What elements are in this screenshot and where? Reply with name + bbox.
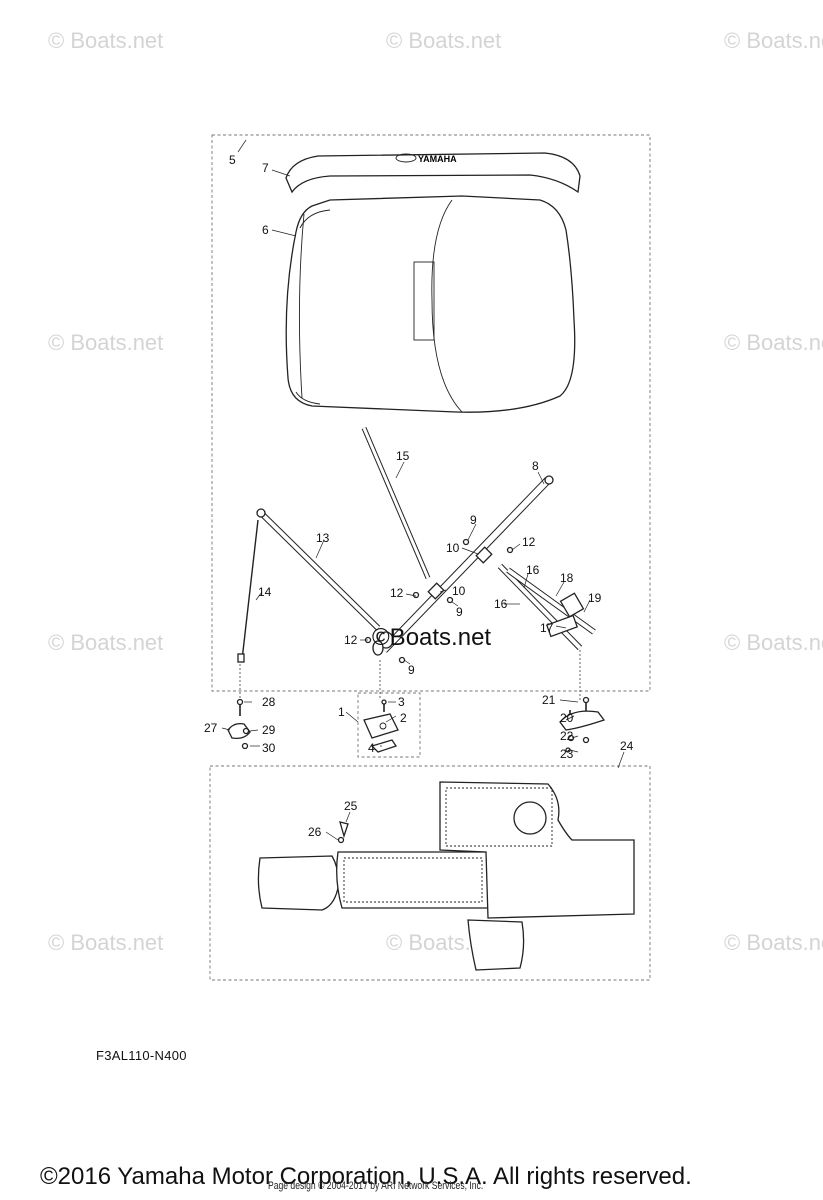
callout-18: 18 bbox=[560, 571, 574, 585]
callout-7: 7 bbox=[262, 161, 269, 175]
main-frame-tube bbox=[381, 475, 554, 653]
callout-21: 21 bbox=[542, 693, 556, 707]
callout-22: 22 bbox=[560, 729, 574, 743]
rear-frame-tubes bbox=[497, 563, 596, 651]
bimini-top-assembly-box bbox=[211, 134, 651, 692]
callout-9: 9 bbox=[470, 513, 477, 527]
page-design-credit: Page design © 2004-2017 by ARI Network S… bbox=[268, 1180, 484, 1192]
callout-20: 20 bbox=[560, 711, 574, 725]
mat-kit-box bbox=[209, 765, 651, 981]
callout-10: 10 bbox=[452, 584, 466, 598]
callout-3: 3 bbox=[398, 695, 405, 709]
callout-6: 6 bbox=[262, 223, 269, 237]
pivot-end bbox=[372, 640, 384, 656]
left-mount-hardware bbox=[227, 698, 251, 750]
support-strap bbox=[237, 519, 259, 663]
callout-23: 23 bbox=[560, 747, 574, 761]
front-brace-tube bbox=[361, 427, 431, 579]
watermark: © Boats.net bbox=[386, 28, 502, 53]
callout-labels: 5 7 6 15 8 9 10 12 13 14 16 18 16 19 12 … bbox=[204, 153, 634, 839]
diagram-code: F3AL110-N400 bbox=[96, 1048, 187, 1063]
brand-strip: YAMAHA bbox=[285, 152, 581, 194]
callout-27: 27 bbox=[204, 721, 218, 735]
brand-strip-text: YAMAHA bbox=[418, 154, 457, 164]
fastener bbox=[462, 538, 470, 546]
watermark: © Boats.net bbox=[48, 330, 164, 355]
callout-19: 19 bbox=[588, 591, 602, 605]
watermark: © Boats.net bbox=[48, 28, 164, 53]
callout-12: 12 bbox=[390, 586, 404, 600]
watermark: © Boats.net bbox=[724, 330, 823, 355]
frame-joint bbox=[475, 546, 493, 564]
callout-10: 10 bbox=[446, 541, 460, 555]
copyright-notice: ©2016 Yamaha Motor Corporation, U.S.A. A… bbox=[40, 1163, 692, 1190]
callout-26: 26 bbox=[308, 825, 322, 839]
rear-brace-tube bbox=[256, 508, 381, 631]
canvas-top bbox=[285, 195, 576, 413]
callout-24: 24 bbox=[620, 739, 634, 753]
callout-12: 12 bbox=[344, 633, 358, 647]
callout-9: 9 bbox=[456, 605, 463, 619]
callout-9: 9 bbox=[408, 663, 415, 677]
callout-4: 4 bbox=[368, 741, 375, 755]
frame-joint bbox=[427, 582, 445, 600]
center-watermark-logo: ©Boats.net bbox=[372, 624, 492, 651]
callout-16: 16 bbox=[494, 597, 508, 611]
fastener bbox=[506, 546, 514, 554]
fastener bbox=[398, 656, 406, 664]
fastener bbox=[446, 596, 454, 604]
callout-29: 29 bbox=[262, 723, 276, 737]
deck-mats bbox=[257, 781, 635, 971]
callout-17: 17 bbox=[540, 621, 554, 635]
watermark: © Boats.net bbox=[48, 630, 164, 655]
callout-8: 8 bbox=[532, 459, 539, 473]
callout-1: 1 bbox=[338, 705, 345, 719]
front-bracket-kit-box bbox=[357, 692, 421, 758]
callout-14: 14 bbox=[258, 585, 272, 599]
callout-30: 30 bbox=[262, 741, 276, 755]
fastener bbox=[412, 591, 420, 599]
callout-13: 13 bbox=[316, 531, 330, 545]
right-mount-hardware bbox=[559, 696, 606, 753]
callout-5: 5 bbox=[229, 153, 236, 167]
callout-16: 16 bbox=[526, 563, 540, 577]
callout-2: 2 bbox=[400, 711, 407, 725]
callout-15: 15 bbox=[396, 449, 410, 463]
watermark: © Boats.net bbox=[48, 930, 164, 955]
callout-12: 12 bbox=[522, 535, 536, 549]
callout-25: 25 bbox=[344, 799, 358, 813]
watermark: © Boats.net bbox=[724, 930, 823, 955]
watermark: © Boats.net bbox=[724, 28, 823, 53]
watermark: © Boats.net bbox=[724, 630, 823, 655]
leader-lines bbox=[221, 139, 625, 841]
callout-28: 28 bbox=[262, 695, 276, 709]
